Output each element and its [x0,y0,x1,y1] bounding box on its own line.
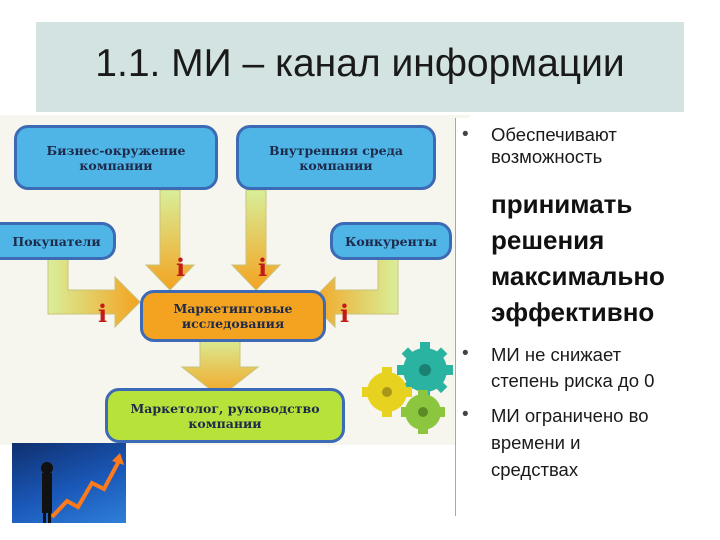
bullet-2-marker: • [462,343,469,364]
arrow-internal [230,189,282,291]
buyers-box: Покупатели [0,222,116,260]
gears-icon [362,342,453,434]
bullet-3-line-1: МИ ограничено во [491,405,649,426]
bullet-2-line-2: степень риска до 0 [491,370,655,391]
arrow-to-marketer [180,336,260,398]
bullet-1-line-2: возможность [491,146,603,167]
info-marker-business: i [176,253,186,282]
marketer-box: Маркетолог, руководство компании [105,388,345,443]
bullet-3-line-3: средствах [491,459,579,480]
title-bar: 1.1. МИ – канал информации [36,22,684,112]
bullet-1-bold-4: эффективно [491,297,655,327]
marketing-research-box: Маркетинговые исследования [140,290,326,342]
bullet-3-marker: • [462,404,469,425]
business-growth-icon [41,453,124,523]
arrow-business [144,189,196,291]
bullet-2-line-1: МИ не снижает [491,344,622,365]
bullet-1-bold-3: максимально [491,261,665,291]
business-growth-image [12,443,126,523]
bullet-1-marker: • [462,124,469,145]
bullets-panel [455,118,720,516]
info-marker-buyers: i [98,299,108,328]
gear-green [401,390,445,434]
competitors-box: Конкуренты [330,222,452,260]
info-marker-internal: i [258,253,268,282]
arrow-buyers [47,254,141,329]
bullet-3-line-2: времени и [491,432,581,453]
bullet-1-bold-2: решения [491,225,605,255]
internal-environment-box: Внутренняя среда компании [236,125,436,190]
bullet-1-bold-1: принимать [491,189,633,219]
diagram-arrows [47,189,399,398]
business-environment-box: Бизнес-окружение компании [14,125,218,190]
bullet-1-line-1: Обеспечивают [491,124,617,145]
gear-yellow [362,367,412,417]
slide-title: 1.1. МИ – канал информации [95,42,625,85]
diagram-panel: Бизнес-окружение компании Внутренняя сре… [0,115,470,445]
info-marker-competitors: i [340,299,350,328]
